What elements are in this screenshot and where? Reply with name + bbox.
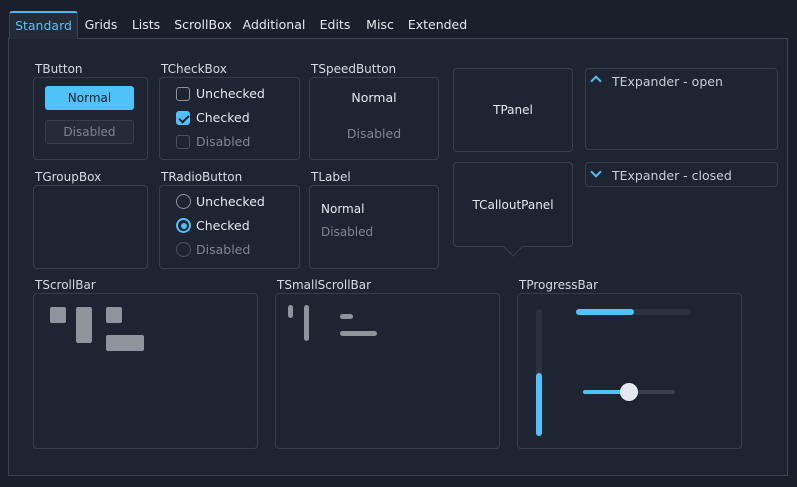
tspeedbutton-caption: TSpeedButton — [311, 62, 397, 76]
texpander-closed-label[interactable]: TExpander - closed — [612, 168, 732, 183]
tcheckbox-caption: TCheckBox — [161, 62, 227, 76]
trackbar-thumb[interactable] — [620, 383, 638, 401]
disabled-radio-label: Disabled — [196, 242, 251, 257]
texpander-closed — [585, 162, 778, 187]
small-scrollbar-block[interactable] — [288, 305, 293, 318]
tcalloutpanel-label: TCalloutPanel — [472, 198, 554, 212]
tprogressbar-caption: TProgressBar — [519, 278, 599, 292]
tab-standard[interactable]: Standard — [9, 11, 78, 39]
tab-misc[interactable]: Misc — [366, 17, 394, 32]
unchecked-checkbox-label[interactable]: Unchecked — [196, 86, 265, 101]
horizontal-scrollbar-thumb[interactable] — [106, 335, 144, 351]
callout-pointer — [503, 246, 523, 257]
tab-edits[interactable]: Edits — [319, 17, 351, 32]
small-vertical-scrollbar-thumb[interactable] — [304, 305, 309, 341]
trackbar[interactable] — [583, 383, 675, 401]
horizontal-progressbar-fill — [576, 309, 634, 315]
disabled-radio — [176, 242, 191, 257]
small-horizontal-scrollbar-thumb[interactable] — [340, 331, 377, 336]
horizontal-progressbar — [576, 309, 691, 315]
tlabel-caption: TLabel — [311, 170, 351, 184]
texpander-open — [585, 68, 778, 150]
scrollbar-block[interactable] — [50, 307, 66, 323]
tab-scrollbox[interactable]: ScrollBox — [174, 17, 232, 32]
disabled-button: Disabled — [45, 120, 134, 144]
texpander-open-label[interactable]: TExpander - open — [612, 74, 723, 89]
tab-extended[interactable]: Extended — [407, 17, 468, 32]
checked-checkbox-label[interactable]: Checked — [196, 110, 250, 125]
tscrollbar-caption: TScrollBar — [35, 278, 96, 292]
checked-checkbox[interactable] — [176, 111, 190, 125]
trackbar-fill — [583, 390, 629, 394]
disabled-checkbox — [176, 135, 190, 149]
vertical-scrollbar-thumb[interactable] — [76, 307, 92, 343]
tbutton-caption: TButton — [35, 62, 83, 76]
unchecked-radio-label[interactable]: Unchecked — [196, 194, 265, 209]
tspeedbutton-group — [309, 77, 439, 160]
small-scrollbar-block[interactable] — [340, 314, 353, 319]
disabled-checkbox-label: Disabled — [196, 134, 251, 149]
vertical-progressbar-fill — [536, 372, 542, 436]
tsmallscrollbar-group — [275, 293, 500, 449]
normal-speedbutton[interactable]: Normal — [351, 90, 397, 105]
tlabel-group — [309, 185, 439, 269]
tradiobutton-caption: TRadioButton — [161, 170, 243, 184]
unchecked-radio[interactable] — [176, 194, 191, 209]
tab-grids[interactable]: Grids — [84, 17, 118, 32]
tsmallscrollbar-caption: TSmallScrollBar — [277, 278, 372, 292]
scrollbar-block[interactable] — [106, 307, 122, 323]
tcalloutpanel — [453, 162, 573, 247]
checked-radio-label[interactable]: Checked — [196, 218, 250, 233]
tgroupbox-caption: TGroupBox — [35, 170, 102, 184]
tab-lists[interactable]: Lists — [131, 17, 161, 32]
normal-label: Normal — [321, 202, 365, 216]
tab-bar: Standard Grids Lists ScrollBox Additiona… — [0, 0, 797, 39]
unchecked-checkbox[interactable] — [176, 87, 190, 101]
checked-radio[interactable] — [176, 218, 191, 233]
tpanel — [453, 68, 573, 152]
vertical-progressbar — [536, 309, 542, 436]
tgroupbox — [33, 185, 148, 269]
tpanel-label: TPanel — [493, 103, 533, 117]
normal-button[interactable]: Normal — [45, 86, 134, 110]
tprogressbar-group — [517, 293, 742, 449]
tab-additional[interactable]: Additional — [242, 17, 306, 32]
disabled-label: Disabled — [321, 225, 374, 239]
disabled-speedbutton: Disabled — [346, 126, 402, 141]
tscrollbar-group — [33, 293, 258, 449]
